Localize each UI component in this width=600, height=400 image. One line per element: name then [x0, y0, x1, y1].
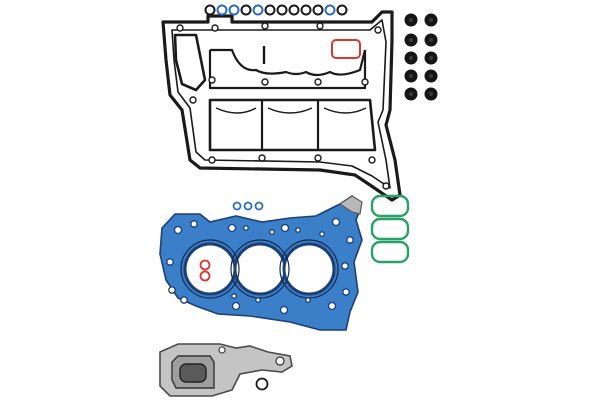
head-gasket-holes: [166, 217, 354, 315]
cylinder-bores: [183, 242, 336, 296]
red-port-seal: [331, 39, 361, 59]
exhaust-heat-shield-gasket: [159, 343, 293, 397]
intake-port-seals: [370, 194, 410, 264]
oil-passage-o-rings: [199, 259, 211, 282]
valve-cover-bolt-holes: [176, 22, 390, 190]
cylinder-head-gasket: [159, 194, 363, 331]
small-o-rings-row: [204, 4, 348, 16]
valve-cover-gasket: [161, 10, 402, 202]
valve-stem-seal-holes: [409, 18, 433, 96]
small-o-rings-pair: [232, 201, 264, 211]
exhaust-o-ring: [255, 377, 269, 391]
